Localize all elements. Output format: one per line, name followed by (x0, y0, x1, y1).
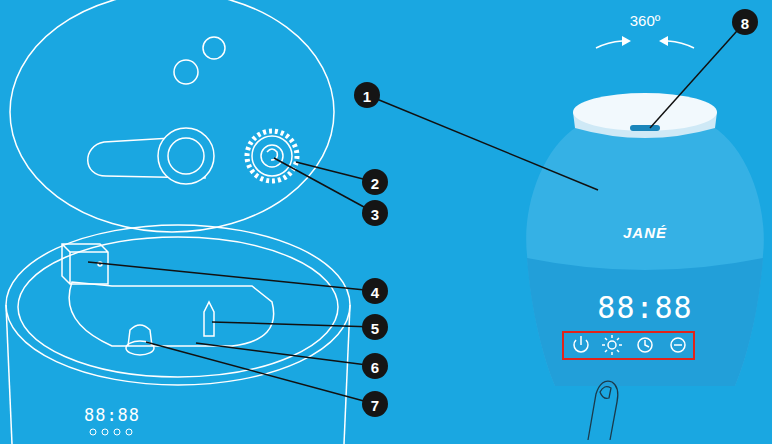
base-icon (102, 429, 108, 435)
button-icons (574, 335, 685, 355)
leader-lines (88, 22, 745, 404)
rotation-arc (668, 41, 694, 48)
minus-icon (674, 344, 682, 346)
callout-number: 7 (371, 398, 379, 413)
lid-hole (203, 37, 225, 59)
mist-slot (630, 125, 660, 131)
display-digits: 88:88 (84, 407, 140, 424)
device-body (526, 126, 764, 386)
finger (588, 381, 618, 440)
knob (252, 136, 292, 176)
callout-marker (362, 314, 388, 340)
power-icon (580, 336, 582, 345)
base-view (6, 225, 350, 444)
arrow-head (659, 36, 668, 46)
water-channel (69, 282, 274, 346)
float-sensor (204, 302, 214, 336)
brand-logo: JANÉ (623, 225, 667, 240)
knob-center (261, 145, 283, 167)
leader-line (367, 95, 598, 190)
rotation-label: 360º (630, 13, 661, 28)
callout-marker (362, 353, 388, 379)
callout-marker (354, 82, 380, 108)
base-icon (90, 429, 96, 435)
rotation-arrows (596, 41, 694, 48)
callout-number: 3 (371, 207, 379, 222)
lid-hole (174, 60, 198, 84)
leader-line (146, 342, 375, 404)
callout-marker (362, 391, 388, 417)
leader-line (650, 22, 745, 128)
callout-number: 2 (371, 176, 379, 191)
minus-icon (671, 338, 685, 352)
lid-outline (10, 0, 334, 232)
callout-marker (362, 169, 388, 195)
callout-number: 8 (741, 16, 749, 31)
callout-number: 4 (371, 285, 379, 300)
callout-marker (732, 9, 758, 35)
base-icons (90, 429, 132, 435)
cap-top (573, 93, 717, 131)
leader-line (274, 158, 375, 213)
base-icon (114, 429, 120, 435)
finger-nail (600, 387, 611, 399)
leader-line (88, 262, 375, 291)
callout-number: 1 (363, 89, 371, 104)
base-inner-rim (18, 237, 338, 377)
rotation-arc (596, 41, 622, 48)
display-digits: 88:88 (597, 293, 692, 323)
light-icon (602, 335, 622, 355)
light-icon (608, 341, 616, 349)
button-frame (563, 332, 694, 359)
knob-teeth (247, 131, 297, 181)
mist-outlet-inner (168, 138, 204, 174)
callout-number: 5 (371, 321, 379, 336)
timer-icon (645, 340, 649, 347)
callout-markers (354, 9, 758, 417)
base-icon (126, 429, 132, 435)
timer-icon (638, 338, 652, 352)
base-side (6, 305, 12, 444)
callout-number: 6 (371, 360, 379, 375)
callout-marker (362, 200, 388, 226)
finger-outline (588, 381, 618, 440)
device-base-band (527, 258, 763, 386)
callout-marker (362, 278, 388, 304)
base-rim (6, 225, 350, 385)
lid-view (10, 0, 334, 232)
leader-line (212, 322, 375, 327)
mist-outlet (158, 128, 214, 184)
arrow-head (622, 36, 631, 46)
